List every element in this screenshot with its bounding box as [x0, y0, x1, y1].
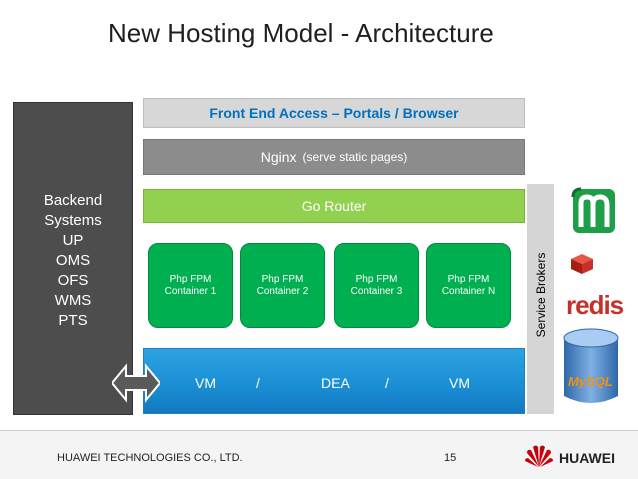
huawei-logo-icon	[525, 445, 553, 467]
nginx-note: (serve static pages)	[302, 150, 408, 164]
backend-systems-panel: Backend Systems UP OMS OFS WMS PTS	[13, 102, 133, 415]
container-line1: Php FPM	[261, 273, 304, 285]
frontend-access-bar: Front End Access – Portals / Browser	[143, 98, 525, 128]
backend-line: OFS	[57, 272, 89, 289]
go-router-label: Go Router	[301, 198, 367, 214]
backend-line: WMS	[54, 292, 92, 309]
backend-line: OMS	[55, 252, 91, 269]
footer-divider	[0, 430, 638, 431]
go-router-bar: Go Router	[143, 189, 525, 223]
mysql-logo-text: MySQL	[568, 374, 613, 389]
cloud-foundry-logo-icon	[571, 187, 615, 233]
page-number: 15	[444, 452, 457, 464]
double-arrow-icon	[112, 363, 160, 403]
huawei-brand-text: HUAWEI	[559, 450, 615, 466]
frontend-access-label: Front End Access – Portals / Browser	[209, 105, 459, 121]
backend-line: UP	[62, 232, 84, 249]
backend-systems-list: Backend Systems UP OMS OFS WMS PTS	[14, 191, 132, 331]
redis-cube-icon	[571, 254, 593, 274]
nginx-bar: Nginx (serve static pages)	[143, 139, 525, 175]
container-line1: Php FPM	[355, 273, 398, 285]
service-brokers-bar: Service Brokers	[527, 184, 554, 414]
mysql-database-icon	[563, 328, 619, 403]
container-line1: Php FPM	[169, 273, 212, 285]
container-line2: Container 1	[164, 285, 217, 297]
vm-dea-bar: VM / DEA / VM	[143, 348, 525, 414]
company-name: HUAWEI TECHNOLOGIES CO., LTD.	[57, 452, 243, 464]
vm-label-left: VM	[195, 375, 216, 391]
redis-logo-text: redis	[566, 290, 624, 320]
vm-separator-1: /	[256, 375, 260, 391]
container-line2: Container 3	[350, 285, 403, 297]
container-line2: Container N	[441, 285, 496, 297]
page-title: New Hosting Model - Architecture	[108, 18, 494, 48]
backend-line: Backend	[43, 192, 103, 209]
service-brokers-label: Service Brokers	[534, 252, 548, 338]
backend-line: Systems	[44, 212, 102, 229]
vm-separator-2: /	[385, 375, 389, 391]
vm-label-right: VM	[449, 375, 470, 391]
backend-line: PTS	[58, 312, 88, 329]
container-line1: Php FPM	[447, 273, 490, 285]
container-line2: Container 2	[256, 285, 309, 297]
nginx-label: Nginx	[260, 149, 297, 165]
dea-label: DEA	[321, 375, 350, 391]
